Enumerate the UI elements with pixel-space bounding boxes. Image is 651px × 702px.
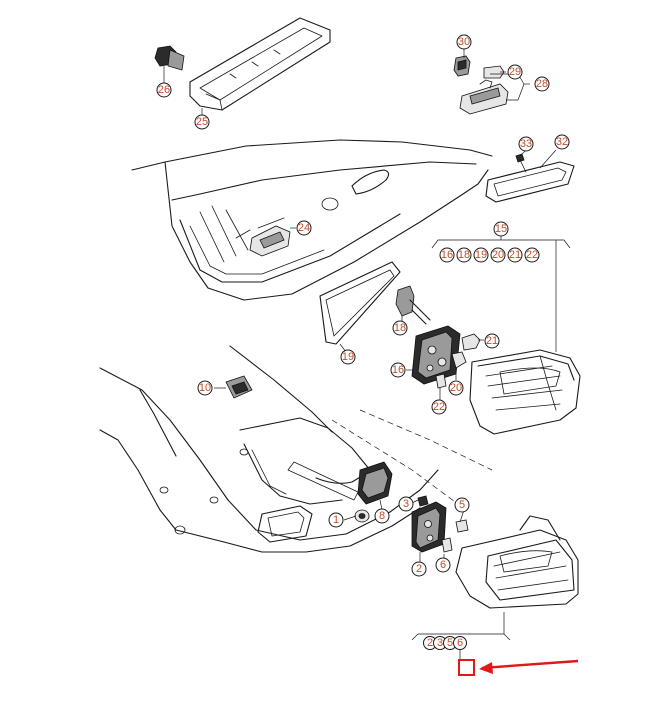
trunk-lid bbox=[131, 139, 493, 301]
part-5-bulb bbox=[455, 519, 469, 533]
callout-19: 19 bbox=[340, 349, 356, 365]
callout-24: 24 bbox=[296, 220, 312, 236]
callout-15: 15 bbox=[493, 221, 509, 237]
part-32-trim-panel bbox=[485, 161, 575, 203]
part-2-bulb-carrier bbox=[411, 501, 447, 553]
part-20-bulb bbox=[451, 351, 467, 369]
svg-text:32: 32 bbox=[556, 136, 568, 148]
part-21-bulb bbox=[461, 333, 481, 351]
part-8-wiring-harness-connector bbox=[315, 461, 393, 511]
callout-29: 29 bbox=[507, 64, 523, 80]
callout-33: 33 bbox=[518, 136, 534, 152]
svg-text:29: 29 bbox=[509, 66, 521, 78]
red-arrow-icon bbox=[479, 659, 579, 674]
svg-text:19: 19 bbox=[475, 249, 487, 261]
svg-text:10: 10 bbox=[199, 382, 211, 394]
part-28-license-plate-light bbox=[459, 79, 509, 115]
part-10-clip bbox=[225, 375, 253, 399]
svg-text:28: 28 bbox=[536, 78, 548, 90]
group-15-callouts: 16 18 19 20 21 22 bbox=[439, 247, 540, 263]
svg-text:18: 18 bbox=[394, 322, 406, 334]
part-24-lock-motor bbox=[249, 225, 291, 257]
svg-text:30: 30 bbox=[458, 36, 470, 48]
part-25-high-mount-brake-light bbox=[189, 17, 331, 111]
svg-text:33: 33 bbox=[520, 138, 532, 150]
bracket-15 bbox=[431, 236, 571, 352]
callout-1: 1 bbox=[328, 512, 344, 528]
svg-text:3: 3 bbox=[403, 498, 409, 510]
part-30-bulb-holder bbox=[453, 55, 471, 77]
part-26-connector bbox=[154, 45, 185, 84]
outer-tail-lamp bbox=[455, 515, 579, 609]
svg-text:22: 22 bbox=[526, 249, 538, 261]
callout-16: 16 bbox=[390, 362, 406, 378]
svg-text:22: 22 bbox=[433, 401, 445, 413]
svg-text:6: 6 bbox=[457, 637, 463, 649]
svg-text:6: 6 bbox=[440, 559, 446, 571]
svg-text:16: 16 bbox=[441, 249, 453, 261]
callout-5: 5 bbox=[454, 497, 470, 513]
svg-text:2: 2 bbox=[416, 563, 422, 575]
svg-text:26: 26 bbox=[158, 84, 170, 96]
svg-text:21: 21 bbox=[486, 335, 498, 347]
callout-32: 32 bbox=[554, 134, 570, 150]
svg-text:3: 3 bbox=[437, 637, 443, 649]
part-6-bulb bbox=[441, 537, 453, 553]
callout-30: 30 bbox=[456, 34, 472, 50]
callout-25: 25 bbox=[194, 114, 210, 130]
svg-text:16: 16 bbox=[392, 364, 404, 376]
svg-text:5: 5 bbox=[447, 637, 453, 649]
callout-3: 3 bbox=[398, 496, 414, 512]
part-3-screw bbox=[417, 495, 429, 507]
part-18-connector bbox=[395, 285, 431, 325]
bracket-bottom bbox=[411, 612, 511, 660]
callout-8: 8 bbox=[374, 508, 390, 524]
highlight-box bbox=[458, 659, 475, 676]
part-1-grommet bbox=[354, 509, 370, 523]
callout-21: 21 bbox=[484, 333, 500, 349]
svg-text:2: 2 bbox=[427, 637, 433, 649]
svg-text:15: 15 bbox=[495, 223, 507, 235]
callout-2: 2 bbox=[411, 561, 427, 577]
svg-text:24: 24 bbox=[298, 222, 310, 234]
svg-text:25: 25 bbox=[196, 116, 208, 128]
part-29-bulb bbox=[483, 65, 505, 79]
callout-18: 18 bbox=[392, 320, 408, 336]
svg-text:20: 20 bbox=[450, 382, 462, 394]
part-33-screw bbox=[515, 153, 527, 173]
callout-10: 10 bbox=[197, 380, 213, 396]
callout-20: 20 bbox=[448, 380, 464, 396]
part-15-inner-tail-lamp bbox=[469, 349, 581, 435]
part-16-bulb-carrier bbox=[411, 325, 461, 385]
callout-26: 26 bbox=[156, 82, 172, 98]
svg-text:21: 21 bbox=[509, 249, 521, 261]
part-22-bulb bbox=[435, 373, 447, 389]
svg-text:5: 5 bbox=[459, 499, 465, 511]
callout-22: 22 bbox=[431, 399, 447, 415]
callout-6: 6 bbox=[435, 557, 451, 573]
svg-text:1: 1 bbox=[333, 514, 339, 526]
bottom-group-callouts: 2 3 5 6 bbox=[423, 636, 467, 650]
svg-text:19: 19 bbox=[342, 351, 354, 363]
svg-text:20: 20 bbox=[492, 249, 504, 261]
svg-text:18: 18 bbox=[458, 249, 470, 261]
part-19-gasket bbox=[319, 261, 401, 353]
callout-28: 28 bbox=[534, 76, 550, 92]
svg-text:8: 8 bbox=[379, 510, 385, 522]
